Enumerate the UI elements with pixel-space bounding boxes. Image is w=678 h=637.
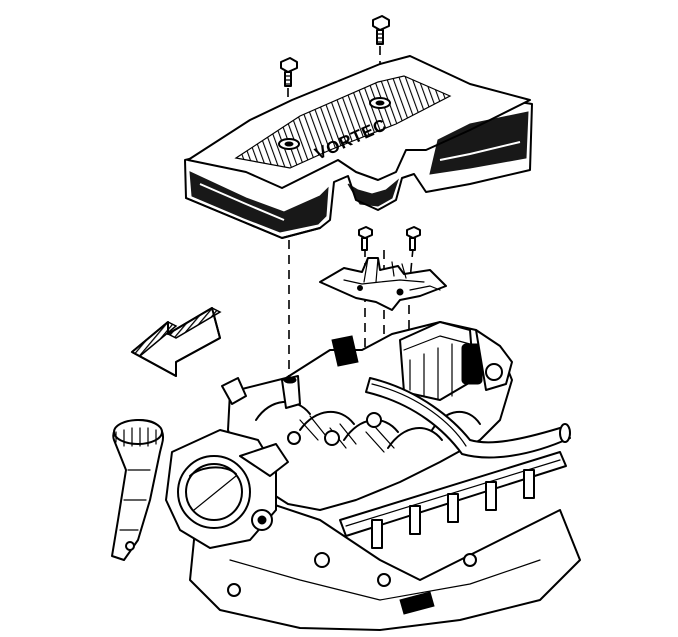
engine-cover: VORTEC xyxy=(184,55,533,239)
bracket-bolt-left xyxy=(358,226,373,251)
intake-manifold xyxy=(221,321,513,511)
fuel-rail xyxy=(339,451,567,549)
direction-arrow xyxy=(130,307,222,377)
cover-bracket xyxy=(319,257,447,311)
engine-block xyxy=(189,499,581,631)
coolant-tube xyxy=(365,377,571,459)
oil-filler-cap xyxy=(113,419,163,445)
throttle-body xyxy=(165,429,289,549)
cover-bolt-left xyxy=(280,57,298,87)
oil-filler-neck xyxy=(111,419,164,561)
bracket-bolt-right xyxy=(406,226,421,251)
cover-bolt-right xyxy=(372,15,390,45)
